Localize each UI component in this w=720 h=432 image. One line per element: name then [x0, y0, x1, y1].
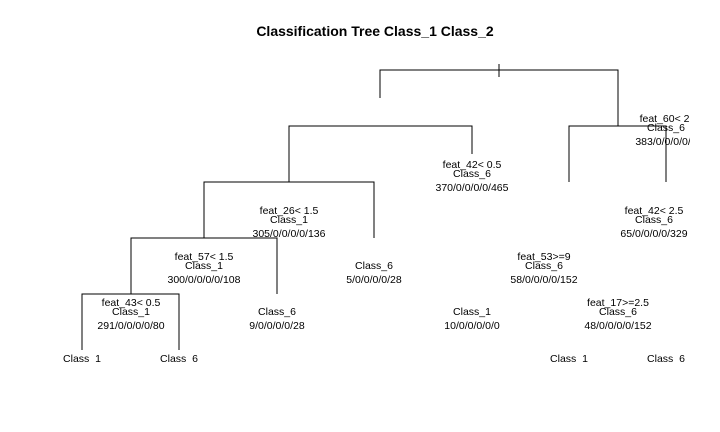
node-count-label: 305/0/0/0/0/136 [253, 228, 326, 240]
node-feat57: feat_57< 1.5 Class_1 300/0/0/0/0/108 [168, 251, 241, 286]
node-class-label: Class_1 [453, 306, 491, 318]
split-edge-feat60 [568, 125, 667, 182]
node-split-label: feat_57< 1.5 [175, 251, 234, 263]
node-class-label: Class_6 [647, 122, 685, 134]
node-class-label: Class_6 [635, 214, 673, 226]
node-count-label: 9/0/0/0/0/28 [249, 320, 305, 332]
node-leaf-class6-a: Class_6 5/0/0/0/0/28 [346, 260, 402, 286]
split-edge-feat26 [203, 181, 375, 238]
node-feat17: feat_17>=2.5 Class_6 48/0/0/0/0/152 [584, 297, 651, 332]
node-class-label: Class_6 [355, 260, 393, 272]
node-split-label: feat_43< 0.5 [102, 297, 161, 309]
tree-edges [81, 64, 667, 350]
node-count-label: 10/0/0/0/0/0 [444, 320, 500, 332]
node-split-label: feat_42< 2.5 [625, 205, 684, 217]
node-split-label: feat_17>=2.5 [587, 297, 649, 309]
split-edge-feat43 [81, 293, 180, 350]
tree-node-labels: feat_60< 2. Class_6 383/0/0/0/0/1 feat_4… [97, 113, 696, 332]
root-split-edge [379, 69, 619, 126]
node-class-label: Class_6 [525, 260, 563, 272]
node-leaf-class6-b: Class_6 9/0/0/0/0/28 [249, 306, 305, 332]
node-count-label: 48/0/0/0/0/152 [584, 320, 651, 332]
node-feat42-left: feat_42< 0.5 Class_6 370/0/0/0/0/465 [436, 159, 509, 194]
node-class-label: Class_1 [112, 306, 150, 318]
node-feat26: feat_26< 1.5 Class_1 305/0/0/0/0/136 [253, 205, 326, 240]
node-feat60: feat_60< 2. Class_6 383/0/0/0/0/1 [635, 113, 696, 148]
node-count-label: 291/0/0/0/0/80 [97, 320, 164, 332]
node-split-label: feat_60< 2. [640, 113, 693, 125]
node-class-label: Class_6 [599, 306, 637, 318]
split-edge-feat57 [130, 237, 278, 294]
node-leaf-class1: Class_1 10/0/0/0/0/0 [444, 306, 500, 332]
node-split-label: feat_26< 1.5 [260, 205, 319, 217]
node-count-label: 58/0/0/0/0/152 [510, 274, 577, 286]
node-count-label: 370/0/0/0/0/465 [436, 182, 509, 194]
leaf-label: Class_6 [160, 353, 198, 365]
clipped-leaf-labels: Class_1 Class_6 Class_1 Class_6 [63, 353, 685, 365]
node-count-label: 383/0/0/0/0/1 [635, 136, 696, 148]
node-count-label: 5/0/0/0/0/28 [346, 274, 402, 286]
chart-title: Classification Tree Class_1 Class_2 [256, 23, 494, 39]
node-feat53: feat_53>=9 Class_6 58/0/0/0/0/152 [510, 251, 577, 286]
node-class-label: Class_1 [270, 214, 308, 226]
leaf-label: Class_1 [63, 353, 101, 365]
node-split-label: feat_42< 0.5 [443, 159, 502, 171]
leaf-label: Class_1 [550, 353, 588, 365]
node-class-label: Class_6 [453, 168, 491, 180]
leaf-label: Class_6 [647, 353, 685, 365]
node-split-label: feat_53>=9 [517, 251, 570, 263]
node-count-label: 65/0/0/0/0/329 [620, 228, 687, 240]
node-feat43: feat_43< 0.5 Class_1 291/0/0/0/0/80 [97, 297, 164, 332]
node-feat42-right: feat_42< 2.5 Class_6 65/0/0/0/0/329 [620, 205, 687, 240]
node-count-label: 300/0/0/0/0/108 [168, 274, 241, 286]
node-class-label: Class_1 [185, 260, 223, 272]
node-class-label: Class_6 [258, 306, 296, 318]
split-edge-feat42 [288, 125, 473, 182]
